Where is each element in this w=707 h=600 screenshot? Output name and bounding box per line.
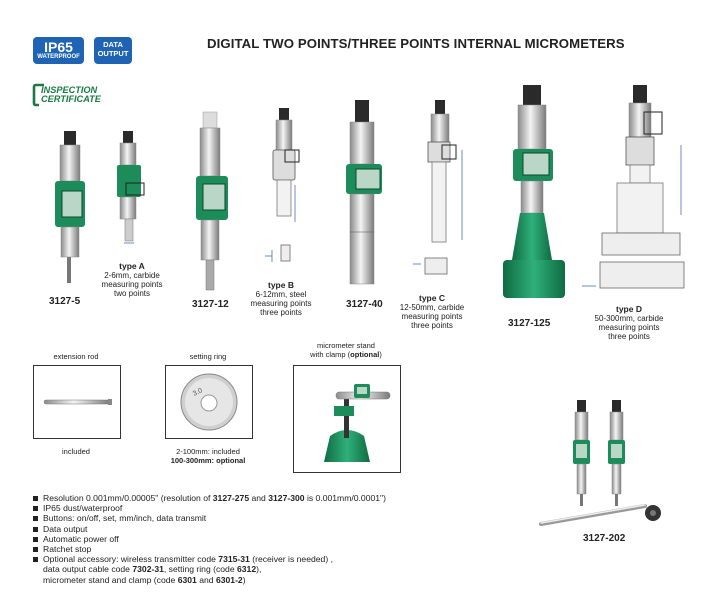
feature-optional-accessory-cont2: micrometer stand and clamp (code 6301 an…: [43, 574, 246, 585]
feature-data-output: Data output: [33, 524, 386, 534]
stand-title-line1: micrometer stand: [317, 341, 375, 350]
type-d-label: type D 50-300mm, carbide measuring point…: [582, 304, 676, 342]
stand-title-optional: optional: [350, 350, 380, 359]
type-c-name: type C: [419, 293, 445, 303]
certificate-bracket-icon: [32, 83, 44, 107]
micrometer-stand-box: [293, 365, 401, 473]
micrometer-3127-5-image: [55, 131, 85, 283]
certificate-line1: INSPECTION: [41, 85, 98, 95]
page-title: DIGITAL TWO POINTS/THREE POINTS INTERNAL…: [207, 36, 625, 51]
type-a-line3: two points: [113, 289, 151, 298]
type-a-line2: measuring points: [101, 280, 163, 289]
feature-optional-accessory-cont1: data output cable code 7302-31, setting …: [43, 564, 262, 575]
micrometer-stand-title: micrometer stand with clamp (optional): [293, 341, 399, 359]
setting-ring-image: 3.0: [180, 373, 238, 431]
type-c-head-image: [413, 100, 463, 275]
micrometer-stand-image: [324, 384, 391, 462]
micrometer-3127-12-image: [196, 111, 228, 291]
model-3127-125-label: 3127-125: [508, 318, 551, 329]
type-d-head-image: [582, 85, 685, 289]
type-a-name: type A: [119, 261, 145, 271]
type-d-line3: three points: [608, 332, 650, 341]
stand-title-prefix: with clamp (: [310, 350, 351, 359]
type-d-line2: measuring points: [598, 323, 660, 332]
ip65-waterproof-badge: IP65 WATERPROOF: [33, 37, 84, 64]
type-d-line1: 50-300mm, carbide: [594, 314, 664, 323]
feature-buttons: Buttons: on/off, set, mm/inch, data tran…: [33, 513, 386, 523]
micrometer-3127-40-image: [346, 100, 382, 285]
feature-resolution: Resolution 0.001mm/0.00005" (resolution …: [33, 493, 386, 503]
setting-ring-caption: 2-100mm: included 100-300mm: optional: [155, 447, 261, 465]
waterproof-label: WATERPROOF: [37, 54, 80, 60]
type-a-label: type A 2-6mm, carbide measuring points t…: [92, 261, 172, 299]
setting-ring-optional: 100-300mm: optional: [170, 456, 246, 465]
extension-rod-caption: included: [62, 447, 90, 456]
type-b-name: type B: [268, 280, 294, 290]
type-b-line3: three points: [260, 308, 302, 317]
type-a-head-image: [117, 131, 145, 244]
type-b-line2: measuring points: [250, 299, 312, 308]
feature-ip65: IP65 dust/waterproof: [33, 503, 386, 513]
setting-ring-size-text: 3.0: [192, 387, 204, 398]
type-c-line2: measuring points: [401, 312, 463, 321]
feature-optional-accessory: Optional accessory: wireless transmitter…: [33, 554, 386, 564]
setting-ring-title: setting ring: [189, 352, 227, 361]
type-b-head-image: [265, 108, 300, 262]
model-3127-12-label: 3127-12: [192, 299, 229, 310]
feature-auto-power-off: Automatic power off: [33, 534, 386, 544]
micrometer-3127-202-image: [539, 400, 661, 526]
certificate-line2: CERTIFICATE: [41, 94, 101, 104]
type-c-line3: three points: [411, 321, 453, 330]
stand-title-suffix: ): [379, 350, 382, 359]
type-b-line1: 6-12mm, steel: [255, 290, 307, 299]
micrometer-3127-125-image: [503, 85, 565, 298]
extension-rod-title: extension rod: [53, 352, 99, 361]
ip65-label: IP65: [44, 39, 73, 55]
type-d-name: type D: [616, 304, 642, 314]
output-label: OUTPUT: [97, 48, 129, 58]
type-b-label: type B 6-12mm, steel measuring points th…: [238, 280, 324, 318]
data-output-badge: DATA OUTPUT: [94, 37, 132, 64]
feature-list: Resolution 0.001mm/0.00005" (resolution …: [33, 493, 386, 585]
type-c-line1: 12-50mm, carbide: [399, 303, 465, 312]
model-3127-5-label: 3127-5: [49, 296, 81, 307]
extension-rod-image: [43, 399, 112, 405]
feature-ratchet-stop: Ratchet stop: [33, 544, 386, 554]
data-label: DATA: [103, 40, 123, 49]
type-c-label: type C 12-50mm, carbide measuring points…: [389, 293, 475, 331]
model-3127-202-label: 3127-202: [583, 533, 626, 544]
model-3127-40-label: 3127-40: [346, 299, 383, 310]
setting-ring-included: 2-100mm: included: [176, 447, 240, 456]
extension-rod-box: [33, 365, 121, 439]
setting-ring-box: 3.0: [165, 365, 253, 439]
inspection-certificate-logo: INSPECTION CERTIFICATE: [32, 83, 127, 107]
type-a-line1: 2-6mm, carbide: [104, 271, 160, 280]
